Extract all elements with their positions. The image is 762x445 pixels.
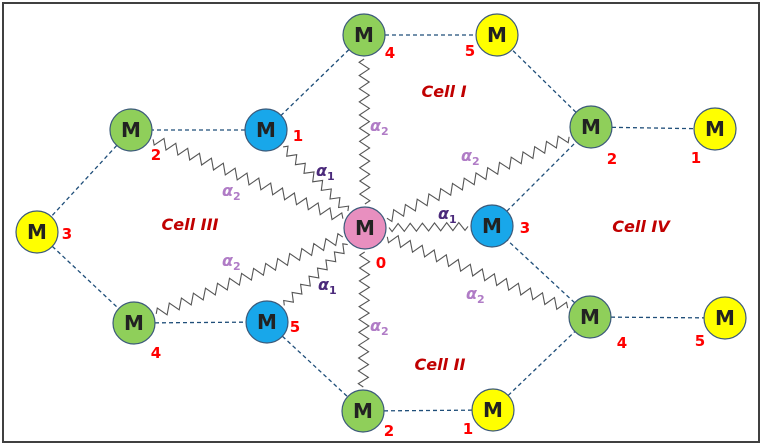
dashed-link-right-blue-right-top-green bbox=[491, 126, 592, 227]
node-index-right-bottom-yellow: 5 bbox=[695, 332, 705, 350]
dashed-link-right-bottom-green-right-bottom-yellow bbox=[589, 316, 726, 319]
dashed-link-bottom-yellow-right-bottom-green bbox=[492, 316, 591, 411]
node-left-yellow: M bbox=[15, 210, 59, 254]
node-index-right-top-green: 2 bbox=[607, 150, 617, 168]
node-circle bbox=[471, 388, 515, 432]
spring-alpha2-left-top-green bbox=[152, 137, 344, 221]
node-index-left-yellow: 3 bbox=[62, 225, 72, 243]
dashed-link-left-bottom-blue-bottom-green bbox=[266, 321, 364, 412]
spring-alpha2-right-top-green bbox=[386, 135, 570, 223]
cell-label-0: Cell I bbox=[421, 82, 466, 101]
spring-alpha1-left-bottom-blue bbox=[283, 243, 348, 306]
spring-alpha1-right-blue bbox=[388, 221, 469, 233]
node-circle bbox=[693, 107, 737, 151]
dashed-link-left-bottom-green-left-bottom-blue bbox=[133, 321, 268, 324]
nodes: M M M M M M M M M M M M M M M bbox=[15, 13, 747, 433]
node-left-bottom-blue: M bbox=[245, 300, 289, 344]
node-right-bottom-green: M bbox=[568, 295, 612, 339]
node-letter: M bbox=[257, 310, 277, 334]
node-left-bottom-green: M bbox=[112, 301, 156, 345]
dashed-link-right-bottom-green-right-blue bbox=[491, 225, 591, 318]
node-letter: M bbox=[482, 214, 502, 238]
cell-label-3: Cell IV bbox=[612, 217, 671, 236]
node-bottom-green: M bbox=[341, 389, 385, 433]
node-letter: M bbox=[483, 398, 503, 422]
node-letter: M bbox=[256, 118, 276, 142]
node-letter: M bbox=[705, 117, 725, 141]
node-index-top-yellow: 5 bbox=[465, 42, 475, 60]
cell-label-1: Cell II bbox=[414, 355, 465, 374]
node-index-left-bottom-green: 4 bbox=[151, 344, 161, 362]
node-circle bbox=[245, 300, 289, 344]
node-circle bbox=[568, 295, 612, 339]
node-left-top-blue: M bbox=[244, 108, 288, 152]
node-top-yellow: M bbox=[475, 13, 519, 57]
dashed-links bbox=[36, 34, 726, 412]
node-letter: M bbox=[581, 115, 601, 139]
node-letter: M bbox=[715, 306, 735, 330]
node-indices: 0 4 5 1 2 3 4 5 2 1 3 2 1 4 5 bbox=[62, 42, 705, 440]
node-right-blue: M bbox=[470, 204, 514, 248]
node-circle bbox=[15, 210, 59, 254]
node-letter: M bbox=[27, 220, 47, 244]
node-letter: M bbox=[487, 23, 507, 47]
spring-alpha2-top-green bbox=[358, 58, 371, 205]
node-circle bbox=[343, 206, 387, 250]
node-index-left-top-blue: 1 bbox=[293, 127, 303, 145]
node-circle bbox=[703, 296, 747, 340]
dashed-link-left-yellow-left-bottom-green bbox=[36, 231, 135, 324]
node-letter: M bbox=[354, 23, 374, 47]
cell-labels: Cell I Cell II Cell III Cell IV bbox=[162, 82, 672, 374]
node-circle bbox=[341, 389, 385, 433]
node-top-green: M bbox=[342, 13, 386, 57]
node-bottom-yellow: M bbox=[471, 388, 515, 432]
spring-alpha1-left-top-blue bbox=[283, 145, 350, 212]
node-index-top-green: 4 bbox=[385, 44, 395, 62]
node-circle bbox=[569, 105, 613, 149]
dashed-link-left-top-green-left-yellow bbox=[36, 129, 132, 233]
node-index-center: 0 bbox=[376, 254, 386, 272]
node-circle bbox=[109, 108, 153, 152]
dashed-link-bottom-green-bottom-yellow bbox=[362, 409, 494, 412]
node-right-top-yellow: M bbox=[693, 107, 737, 151]
node-right-top-green: M bbox=[569, 105, 613, 149]
node-circle bbox=[342, 13, 386, 57]
node-circle bbox=[475, 13, 519, 57]
node-circle bbox=[470, 204, 514, 248]
node-index-right-top-yellow: 1 bbox=[691, 149, 701, 167]
cell-label-2: Cell III bbox=[162, 215, 219, 234]
spring-alpha2-left-bottom-green bbox=[155, 232, 344, 316]
node-index-right-blue: 3 bbox=[520, 219, 530, 237]
node-letter: M bbox=[124, 311, 144, 335]
spring-alpha2-right-bottom-green bbox=[386, 234, 569, 311]
node-circle bbox=[112, 301, 156, 345]
node-letter: M bbox=[353, 399, 373, 423]
node-center: M bbox=[343, 206, 387, 250]
node-index-bottom-yellow: 1 bbox=[463, 420, 473, 438]
node-index-right-bottom-green: 4 bbox=[617, 334, 627, 352]
node-left-top-green: M bbox=[109, 108, 153, 152]
node-index-left-bottom-blue: 5 bbox=[290, 318, 300, 336]
dashed-link-right-top-green-top-yellow bbox=[496, 34, 592, 128]
node-index-left-top-green: 2 bbox=[151, 146, 161, 164]
node-letter: M bbox=[355, 216, 375, 240]
spring-alpha2-bottom-green bbox=[357, 251, 371, 388]
node-letter: M bbox=[580, 305, 600, 329]
dashed-link-top-green-left-top-blue bbox=[265, 34, 365, 131]
spring-bonds bbox=[152, 58, 570, 388]
node-right-bottom-yellow: M bbox=[703, 296, 747, 340]
node-circle bbox=[244, 108, 288, 152]
node-index-bottom-green: 2 bbox=[384, 422, 394, 440]
node-letter: M bbox=[121, 118, 141, 142]
